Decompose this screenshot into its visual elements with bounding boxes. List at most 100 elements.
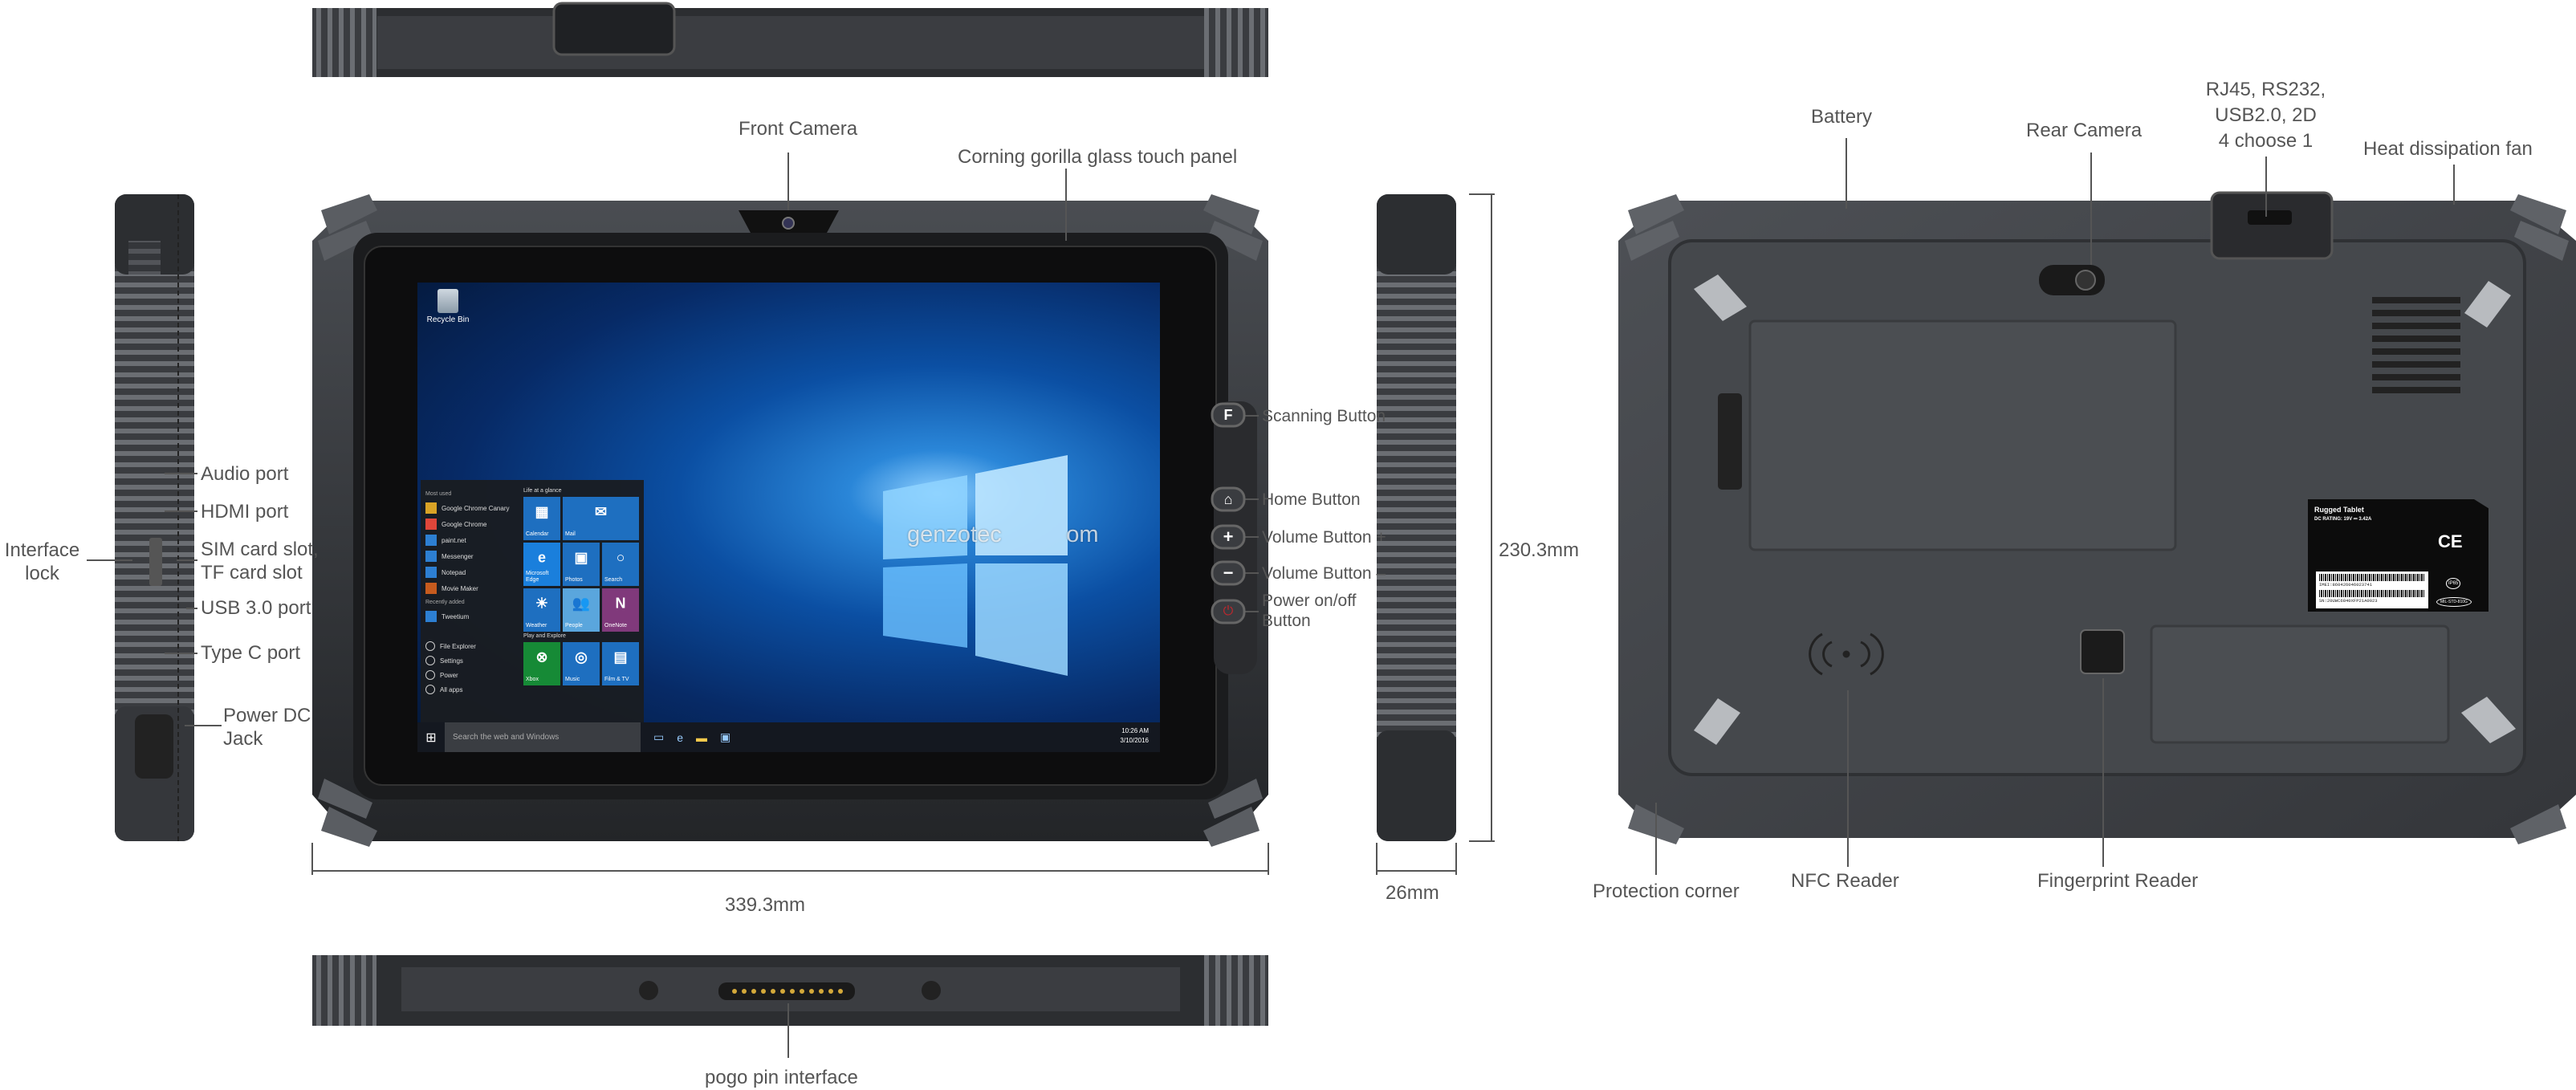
barcode — [2319, 590, 2425, 597]
label-pogo-pin: pogo pin interface — [705, 1067, 858, 1088]
label-typec-port: Type C port — [201, 642, 301, 664]
tile-label: People — [565, 623, 583, 628]
store-taskbar-icon[interactable]: ▣ — [720, 730, 731, 743]
label-line: RJ45, RS232, — [2205, 79, 2326, 100]
start-item[interactable]: Messenger — [425, 548, 519, 564]
label-battery: Battery — [1811, 106, 1873, 128]
start-item-label: Settings — [440, 657, 463, 665]
scanning-button: F — [1223, 407, 1233, 423]
start-item-label: File Explorer — [440, 642, 476, 650]
tile-photos[interactable]: ▣ Photos — [563, 543, 600, 586]
windows-logo-wallpaper — [883, 455, 1068, 676]
app-icon — [425, 551, 437, 562]
mil-std-badge: MIL-STD-810G — [2436, 597, 2472, 607]
start-item[interactable]: Tweetium — [425, 608, 519, 624]
label-protection-corner: Protection corner — [1593, 881, 1740, 902]
recycle-bin-desktop-icon: Recycle Bin — [424, 289, 472, 324]
label-front-camera: Front Camera — [739, 118, 858, 140]
start-item[interactable]: Google Chrome Canary — [425, 500, 519, 516]
tile-label: Xbox — [526, 677, 539, 682]
label-audio-port: Audio port — [201, 463, 289, 485]
label-nfc-reader: NFC Reader — [1791, 870, 1899, 892]
front-camera-lens — [782, 217, 795, 230]
tile-people[interactable]: 👥 People — [563, 588, 600, 632]
tile-weather[interactable]: ☀ Weather — [523, 588, 560, 632]
label-sim-tf-slot: SIM card slot,TF card slot — [201, 538, 319, 584]
label-width-dimension: 339.3mm — [725, 894, 806, 916]
tile-mail[interactable]: ✉Mail — [563, 497, 639, 540]
label-line: Jack — [223, 728, 263, 750]
mail-icon: ✉ — [594, 503, 608, 520]
label-line: Button — [1262, 612, 1311, 630]
tile-film[interactable]: ▤Film & TV — [602, 642, 639, 685]
sun-icon: ☀ — [535, 595, 549, 612]
photos-icon: ▣ — [574, 549, 588, 566]
people-icon: 👥 — [572, 595, 591, 612]
taskbar: ⊞ Search the web and Windows ▭ e ▬ ▣ 10:… — [417, 722, 1160, 752]
calendar-icon: ▦ — [535, 503, 549, 520]
start-menu: Most used Google Chrome Canary Google Ch… — [421, 480, 644, 722]
tile-xbox[interactable]: ⊗ Xbox — [523, 642, 560, 685]
label-line: Power on/off — [1262, 592, 1357, 610]
music-icon: ◎ — [575, 649, 588, 665]
tile-label: Music — [565, 677, 580, 682]
tile-music[interactable]: ◎ Music — [563, 642, 600, 685]
volume-up-button: + — [1223, 527, 1234, 547]
file-explorer-item[interactable]: File Explorer — [425, 639, 519, 653]
start-item-label: Messenger — [442, 552, 474, 560]
search-circle-icon: ○ — [616, 549, 625, 566]
label-fingerprint-reader: Fingerprint Reader — [2037, 870, 2199, 892]
power-item[interactable]: Power — [425, 668, 519, 682]
recently-added-heading: Recently added — [425, 600, 465, 605]
taskbar-search-input[interactable]: Search the web and Windows — [445, 722, 641, 752]
tile-search[interactable]: ○ Search — [602, 543, 639, 586]
imei-text: IMEI:860426046023741 — [2319, 582, 2373, 588]
label-heat-fan: Heat dissipation fan — [2363, 138, 2533, 160]
ip-rating-badge: IP65 — [2446, 578, 2461, 589]
tile-label: Photos — [565, 577, 583, 583]
edge-taskbar-icon[interactable]: e — [677, 730, 684, 744]
start-item[interactable]: paint.net — [425, 532, 519, 548]
task-view-icon[interactable]: ▭ — [653, 730, 665, 743]
settings-item[interactable]: Settings — [425, 653, 519, 668]
bottom-view-tablet — [312, 955, 1268, 1026]
tile-label: Search — [604, 577, 623, 583]
start-item[interactable]: Notepad — [425, 564, 519, 580]
start-item-label: Notepad — [442, 568, 466, 576]
xbox-icon: ⊗ — [535, 649, 548, 665]
label-depth-dimension: 26mm — [1386, 882, 1439, 904]
top-view-tablet — [312, 2, 1268, 77]
tile-calendar[interactable]: ▦Calendar — [523, 497, 560, 540]
fingerprint-sensor — [2080, 629, 2125, 674]
all-apps-item[interactable]: All apps — [425, 682, 519, 697]
start-item[interactable]: Movie Maker — [425, 580, 519, 596]
start-item[interactable]: Google Chrome — [425, 516, 519, 532]
watermark: genzotec om — [907, 522, 1099, 547]
label-rear-camera: Rear Camera — [2026, 120, 2143, 141]
start-item-label: paint.net — [442, 536, 466, 544]
barcode — [2319, 574, 2425, 581]
sn-text: SN:20UWC6840XFP21A0023 — [2319, 598, 2378, 604]
edge-icon: e — [537, 549, 547, 566]
label-usb3-port: USB 3.0 port — [201, 597, 311, 619]
most-used-heading: Most used — [425, 491, 452, 497]
recycle-bin-label: Recycle Bin — [426, 315, 470, 324]
windows-start-icon[interactable]: ⊞ — [425, 730, 437, 745]
onenote-icon: N — [615, 595, 626, 612]
app-icon — [425, 535, 437, 546]
folder-taskbar-icon[interactable]: ▬ — [696, 730, 708, 744]
tile-onenote[interactable]: N OneNote — [602, 588, 639, 632]
barcode-area: IMEI:860426046023741 SN:20UWC6840XFP21A0… — [2316, 571, 2428, 608]
label-line: SIM card slot, — [201, 539, 319, 560]
tile-label: Weather — [526, 623, 547, 628]
label-hdmi-port: HDMI port — [201, 501, 289, 523]
start-item-label: Tweetium — [442, 612, 470, 620]
tile-label: OneNote — [604, 623, 628, 628]
sticker-title: Rugged Tablet — [2314, 506, 2364, 514]
nfc-icon — [1809, 632, 1884, 676]
app-icon — [425, 567, 437, 578]
